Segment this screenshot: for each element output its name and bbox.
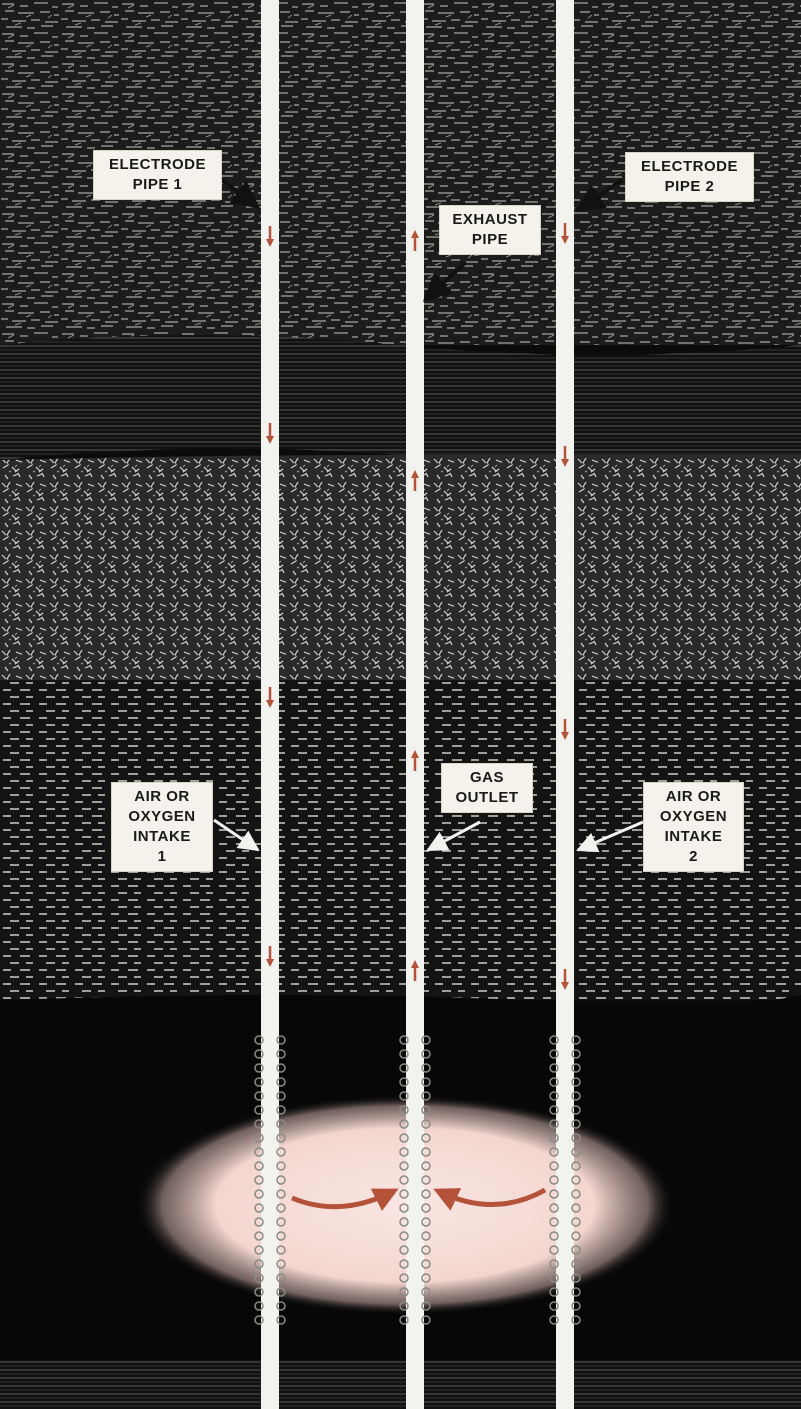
label-electrode-pipe-2: ELECTRODE PIPE 2	[625, 152, 754, 202]
electrode-pipe-2	[556, 0, 574, 1409]
label-line: PIPE 2	[632, 177, 747, 197]
rock-strata-layer	[0, 335, 801, 463]
bottom-rock-layer	[0, 1360, 801, 1409]
label-line: INTAKE	[650, 827, 737, 847]
label-line: INTAKE	[118, 827, 206, 847]
label-line: PIPE 1	[100, 175, 215, 195]
label-line: 1	[118, 847, 206, 867]
label-line: ELECTRODE	[632, 157, 747, 177]
exhaust-pipe	[406, 0, 424, 1409]
label-line: AIR OR	[118, 787, 206, 807]
label-gas-outlet: GAS OUTLET	[441, 763, 533, 813]
label-line: OXYGEN	[118, 807, 206, 827]
gravel-layer	[0, 455, 801, 680]
label-line: GAS	[448, 768, 526, 788]
label-line: OUTLET	[448, 788, 526, 808]
label-line: EXHAUST	[446, 210, 534, 230]
label-exhaust-pipe: EXHAUST PIPE	[439, 205, 541, 255]
label-line: ELECTRODE	[100, 155, 215, 175]
label-line: PIPE	[446, 230, 534, 250]
label-electrode-pipe-1: ELECTRODE PIPE 1	[93, 150, 222, 200]
label-line: AIR OR	[650, 787, 737, 807]
label-air-intake-2: AIR OR OXYGEN INTAKE 2	[643, 782, 744, 872]
label-air-intake-1: AIR OR OXYGEN INTAKE 1	[111, 782, 213, 872]
label-line: OXYGEN	[650, 807, 737, 827]
label-line: 2	[650, 847, 737, 867]
